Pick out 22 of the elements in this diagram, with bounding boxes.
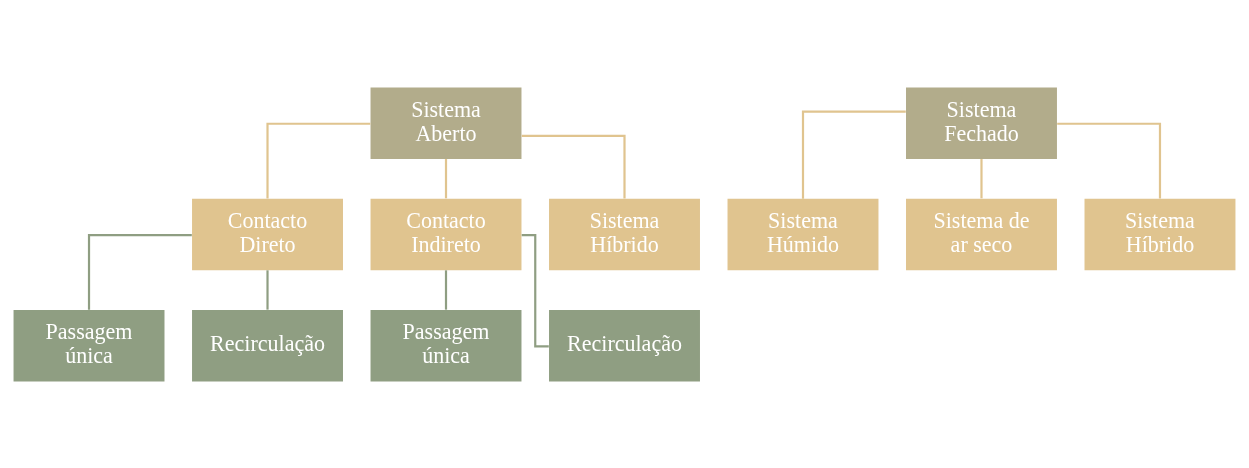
connector — [266, 269, 269, 310]
connector — [801, 110, 906, 199]
node-box: Recirculação — [192, 309, 343, 382]
connector — [980, 158, 983, 198]
connector — [521, 233, 549, 347]
connector — [444, 269, 448, 310]
node-box: Passagem única — [370, 309, 522, 382]
node-box: Sistema Aberto — [370, 86, 522, 159]
node-box: Sistema de ar seco — [906, 198, 1057, 270]
node-box: Recirculação — [549, 309, 700, 382]
node-box: Sistema Fechado — [906, 86, 1057, 159]
node-box: Contacto Indireto — [370, 198, 522, 270]
connector — [444, 158, 448, 198]
node-box: Sistema Húmido — [727, 198, 879, 270]
node-box: Passagem única — [13, 309, 165, 382]
node-box: Contacto Direto — [192, 198, 343, 270]
connector — [87, 233, 192, 310]
connector — [1057, 122, 1162, 199]
connector — [521, 134, 626, 199]
node-box: Sistema Híbrido — [1084, 198, 1236, 270]
node-box: Sistema Híbrido — [549, 198, 700, 270]
connector — [266, 122, 371, 199]
